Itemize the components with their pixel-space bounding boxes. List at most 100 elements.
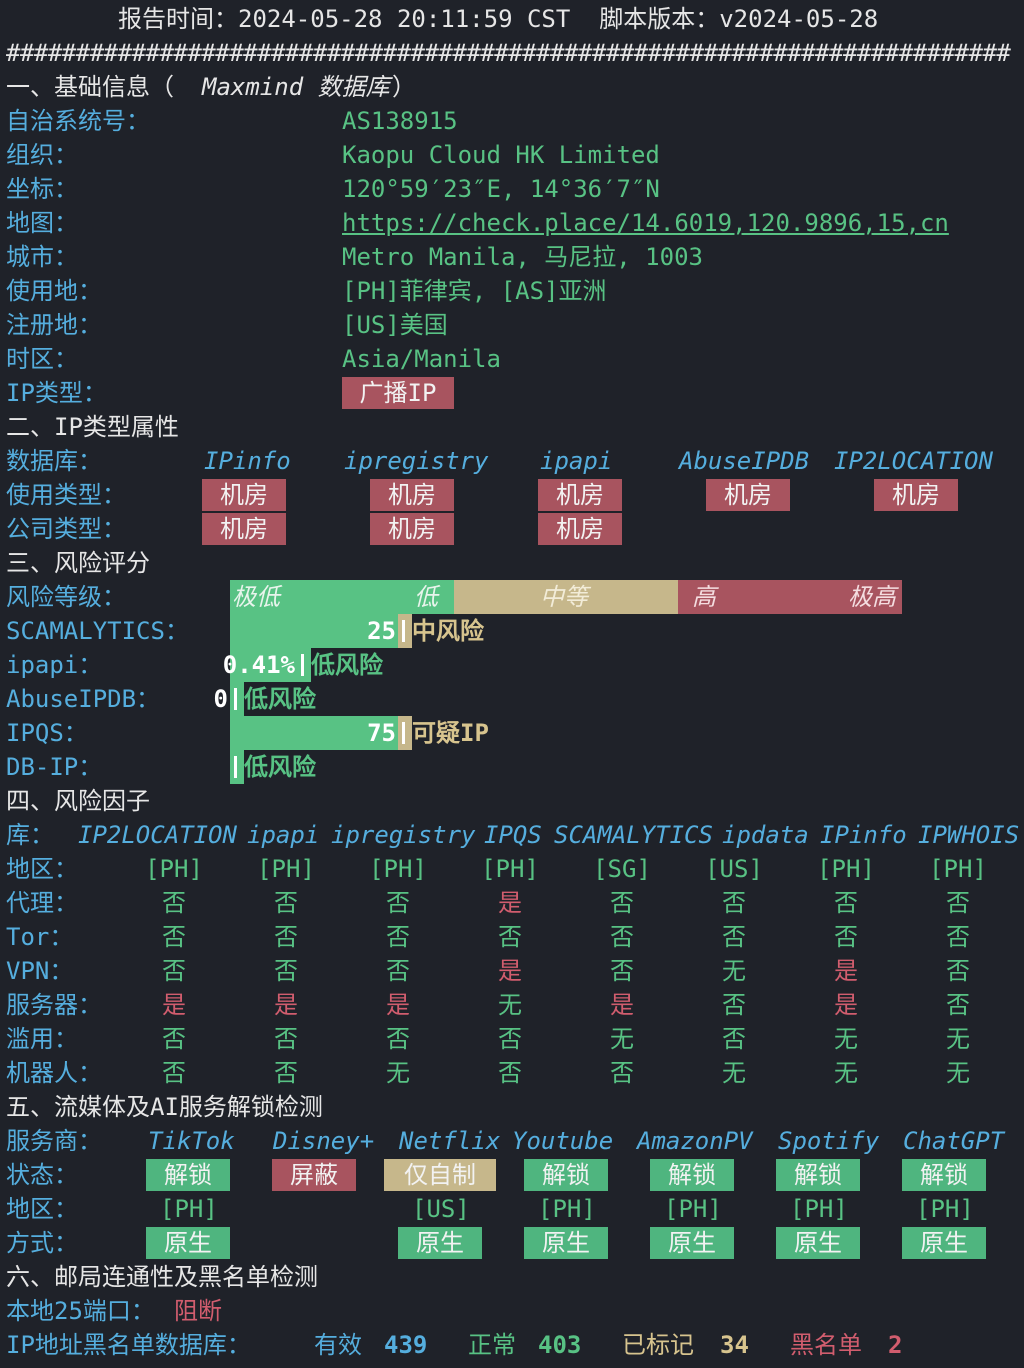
map-link[interactable]: https://check.place/14.6019,120.9896,15,… — [342, 209, 949, 237]
factor-row-label: 代理： — [6, 889, 78, 917]
factor-cell: 无 — [498, 991, 522, 1019]
section-basic-title: 一、基础信息（ Maxmind 数据库 ） — [6, 73, 416, 101]
risk-bar-divider — [398, 614, 412, 648]
provider-chatgpt: ChatGPT — [903, 1127, 1005, 1155]
iptype-badge: 广播IP — [342, 377, 454, 409]
scale-label: 极低 — [232, 583, 280, 611]
iptype-row: IP类型： 广播IP — [0, 376, 1024, 410]
risk-bar-pipe — [301, 654, 304, 676]
factor-cell: 无 — [946, 1059, 970, 1087]
risk-verdict: 低风险 — [244, 685, 316, 713]
provider-youtube: Youtube — [512, 1127, 614, 1155]
risk-bar-divider — [230, 682, 244, 716]
status-badge: 解锁 — [902, 1159, 986, 1191]
risk-bar — [230, 716, 398, 750]
factor-cell: 否 — [610, 1059, 634, 1087]
factor-cell: 是 — [498, 889, 522, 917]
factor-cell: [PH] — [929, 855, 987, 883]
tz-row: 时区： Asia/Manila — [0, 342, 1024, 376]
factor-cell: 否 — [498, 1059, 522, 1087]
risk-bar-pipe — [234, 688, 237, 710]
section-iptype-title: 二、IP类型属性 — [6, 413, 179, 441]
scale-label: 高 — [692, 583, 716, 611]
lib-ip2location: IP2LOCATION — [78, 821, 237, 849]
factor-row-label: Tor： — [6, 923, 74, 951]
risk-bar — [230, 648, 297, 682]
status-badge: 解锁 — [146, 1159, 230, 1191]
factor-cell: 否 — [946, 957, 970, 985]
factor-cell: 否 — [946, 923, 970, 951]
lib-ipqs: IPQS — [484, 821, 542, 849]
factor-cell: 是 — [834, 991, 858, 1019]
media-mode-row: 方式： 原生 原生 原生 原生 原生 原生 — [0, 1226, 1024, 1260]
factor-row: 服务器：是是是无是否是否 — [0, 988, 1024, 1022]
risk-value: 25 — [367, 617, 396, 645]
factor-cell: [PH] — [817, 855, 875, 883]
media-region: [PH] — [916, 1195, 974, 1223]
risk-row-scamalytics: SCAMALYTICS： 25 中风险 — [0, 614, 1024, 648]
report-time: 报告时间：2024-05-28 20:11:59 CST 脚本版本：v2024-… — [118, 5, 879, 33]
provider-header-row: 服务商： TikTok Disney+ Netflix Youtube Amaz… — [0, 1124, 1024, 1158]
factor-cell: [US] — [705, 855, 763, 883]
scale-label: 低 — [414, 583, 438, 611]
status-badge: 解锁 — [776, 1159, 860, 1191]
factor-row-label: 滥用： — [6, 1025, 78, 1053]
factor-cell: 否 — [162, 923, 186, 951]
lib-ipinfo: IPinfo — [820, 821, 907, 849]
status-badge: 解锁 — [524, 1159, 608, 1191]
factor-cell: 否 — [722, 991, 746, 1019]
scale-mid-segment — [454, 580, 678, 614]
use-type-badge: 机房 — [706, 479, 790, 511]
use-type-badge: 机房 — [874, 479, 958, 511]
factor-cell: [PH] — [145, 855, 203, 883]
factor-cell: 否 — [834, 923, 858, 951]
city-value: Metro Manila, 马尼拉, 1003 — [342, 243, 703, 271]
media-region: [PH] — [160, 1195, 218, 1223]
city-row: 城市： Metro Manila, 马尼拉, 1003 — [0, 240, 1024, 274]
risk-scale-row: 风险等级： 极低 低 中等 高 极高 — [0, 580, 1024, 614]
risk-bar — [230, 614, 398, 648]
factor-cell: 否 — [722, 889, 746, 917]
db-ipapi: ipapi — [540, 447, 613, 475]
factor-cell: 否 — [274, 923, 298, 951]
media-region-row: 地区： [PH] [US] [PH] [PH] [PH] [PH] — [0, 1192, 1024, 1226]
mode-badge: 原生 — [524, 1227, 608, 1259]
factor-row-label: 地区： — [6, 855, 78, 883]
provider-disney: Disney+ — [273, 1127, 375, 1155]
normal-count: 403 — [538, 1331, 582, 1359]
media-region: [PH] — [790, 1195, 848, 1223]
mode-badge: 原生 — [776, 1227, 860, 1259]
mode-badge: 原生 — [146, 1227, 230, 1259]
provider-tiktok: TikTok — [148, 1127, 235, 1155]
use-type-badge: 机房 — [370, 479, 454, 511]
blacklist-row: IP地址黑名单数据库： 有效 439 正常 403 已标记 34 黑名单 2 — [0, 1328, 1024, 1362]
factor-row-label: 机器人： — [6, 1059, 102, 1087]
use-type-badge: 机房 — [538, 479, 622, 511]
section-risk-title: 三、风险评分 — [6, 549, 150, 577]
db-abuseipdb: AbuseIPDB — [679, 447, 810, 475]
coord-row: 坐标： 120°59′23″E, 14°36′7″N — [0, 172, 1024, 206]
risk-row-ipqs: IPQS： 75 可疑IP — [0, 716, 1024, 750]
factor-cell: 是 — [162, 991, 186, 1019]
factor-cell: 否 — [274, 1059, 298, 1087]
mode-badge: 原生 — [650, 1227, 734, 1259]
factor-cell: 无 — [946, 1025, 970, 1053]
section-mail-title: 六、邮局连通性及黑名单检测 — [6, 1263, 318, 1291]
factor-cell: 是 — [834, 957, 858, 985]
factor-cell: [SG] — [593, 855, 651, 883]
factor-cell: 否 — [274, 1025, 298, 1053]
factor-row: 滥用：否否否否无否无无 — [0, 1022, 1024, 1056]
factor-cell: 否 — [498, 923, 522, 951]
status-badge: 解锁 — [650, 1159, 734, 1191]
risk-value: 75 — [367, 719, 396, 747]
db-header-row: 数据库： IPinfo ipregistry ipapi AbuseIPDB I… — [0, 444, 1024, 478]
factor-cell: 无 — [722, 1059, 746, 1087]
coord-value: 120°59′23″E, 14°36′7″N — [342, 175, 660, 203]
status-badge: 屏蔽 — [272, 1159, 356, 1191]
factor-cell: 否 — [722, 1025, 746, 1053]
risk-verdict: 低风险 — [244, 753, 316, 781]
risk-value: 0.41% — [222, 651, 295, 679]
factor-row-label: VPN： — [6, 957, 74, 985]
risk-row-abuseipdb: AbuseIPDB： 0 低风险 — [0, 682, 1024, 716]
risk-bar-divider — [398, 716, 412, 750]
